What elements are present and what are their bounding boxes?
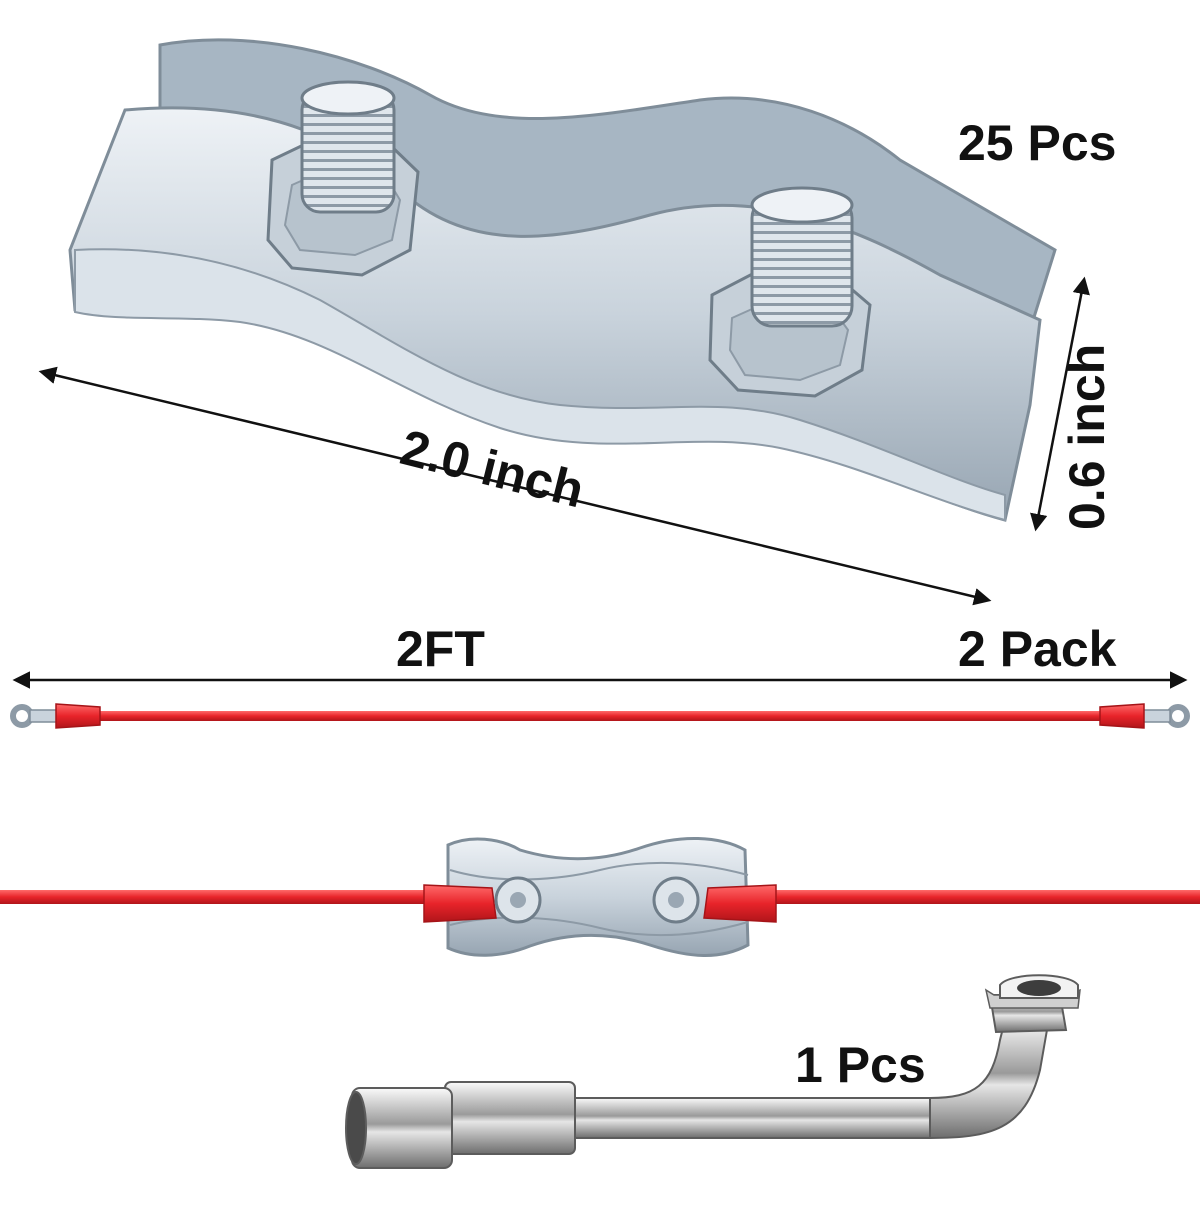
width-dimension-arrow [1030,276,1090,532]
ring-terminal-cable-icon [10,703,1190,729]
length-dimension-arrow [38,366,992,606]
cable-quantity-label: 2 Pack [958,621,1117,677]
connected-clamp-assembly-icon [0,836,1200,957]
wire-clamp-icon [68,38,1057,522]
cable-length-label: 2FT [396,621,485,677]
clamp-width-label: 0.6 inch [1059,343,1115,530]
left-bolt [266,80,420,277]
socket-wrench-icon [345,974,1081,1169]
wrench-quantity-label: 1 Pcs [795,1037,926,1093]
clamp-quantity-label: 25 Pcs [958,115,1117,171]
